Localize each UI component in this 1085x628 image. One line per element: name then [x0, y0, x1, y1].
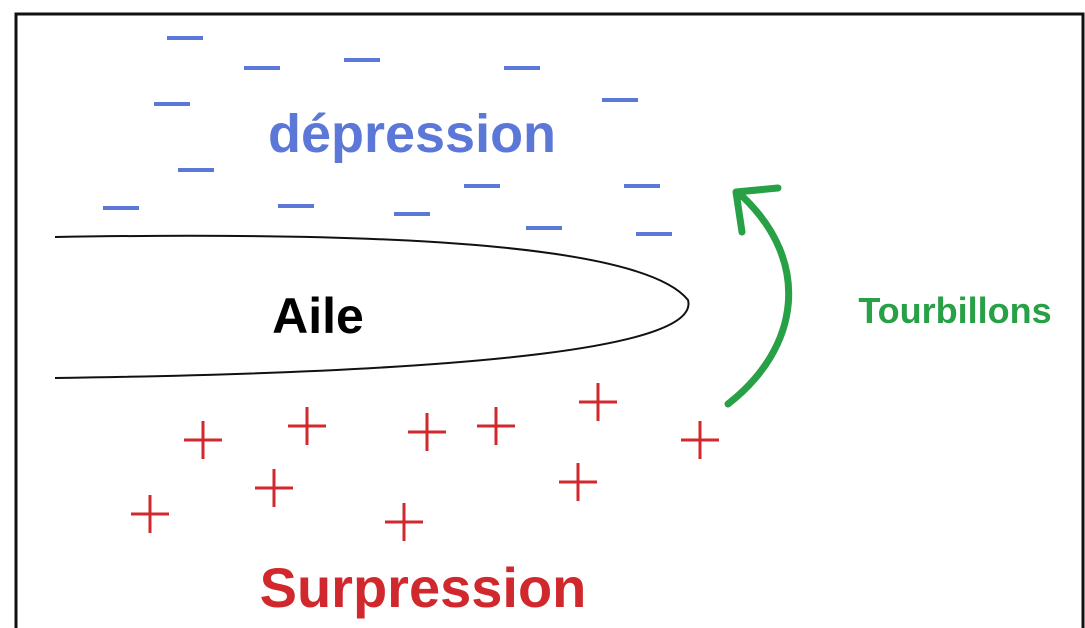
low-pressure-label: dépression — [268, 104, 556, 164]
plus-sign-icon — [681, 421, 719, 459]
plus-sign-icon — [184, 421, 222, 459]
vortices-label: Tourbillons — [858, 290, 1051, 331]
curved-arrow-icon — [728, 188, 789, 404]
plus-sign-icon — [559, 463, 597, 501]
plus-sign-icon — [579, 383, 617, 421]
plus-sign-icon — [385, 503, 423, 541]
plus-signs — [131, 383, 719, 541]
plus-sign-icon — [477, 407, 515, 445]
plus-sign-icon — [131, 495, 169, 533]
wing-outline — [55, 236, 689, 378]
plus-sign-icon — [255, 469, 293, 507]
high-pressure-label: Surpression — [260, 556, 587, 619]
plus-sign-icon — [408, 413, 446, 451]
plus-sign-icon — [288, 407, 326, 445]
wing-label: Aile — [272, 288, 364, 344]
